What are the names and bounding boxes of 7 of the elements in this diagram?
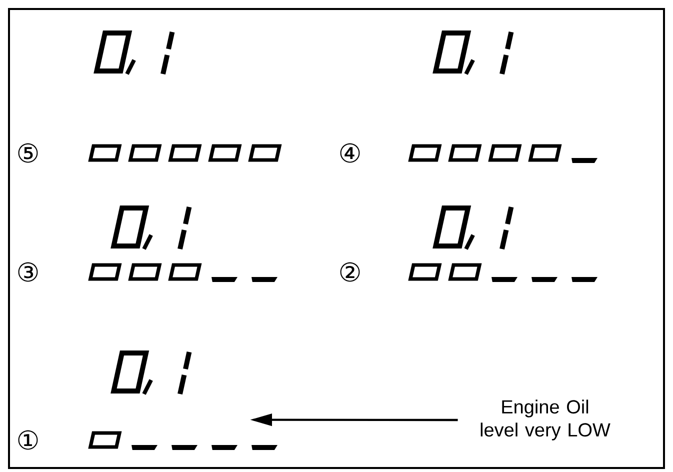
circled-number: ⑤ <box>18 143 38 163</box>
callout-text: Engine Oil level very LOW <box>480 400 610 440</box>
circled-number: ① <box>18 430 38 450</box>
circled-number: ③ <box>18 262 38 282</box>
circled-number: ④ <box>340 143 360 163</box>
circled-number: ② <box>340 262 360 282</box>
lcd-dash <box>252 445 278 450</box>
